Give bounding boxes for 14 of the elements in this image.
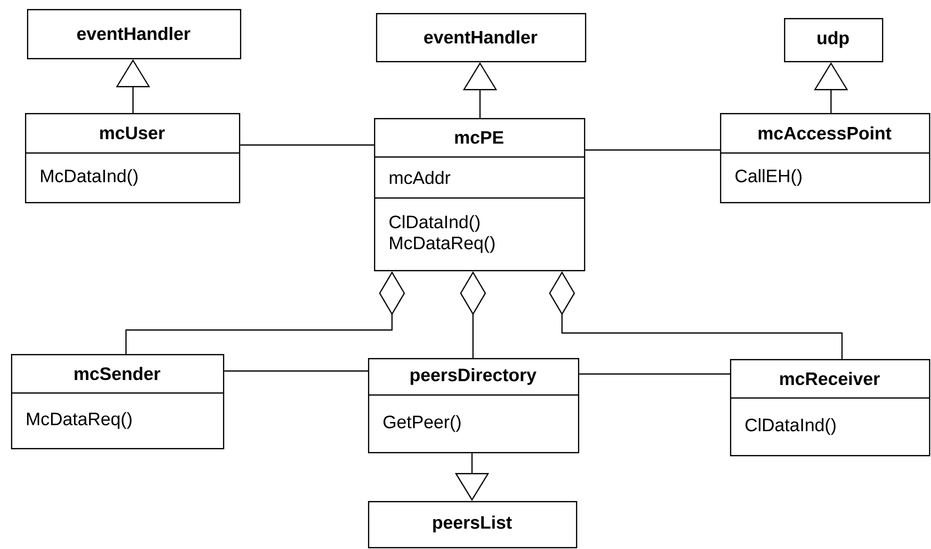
class-box: mcPE mcAddr ClDataInd() McDataReq() — [374, 118, 586, 272]
association-line — [224, 370, 368, 372]
association-line — [240, 144, 374, 146]
class-box: eventHandler — [376, 13, 586, 62]
association-line — [585, 149, 720, 151]
class-box: mcSender McDataReq() — [11, 354, 224, 450]
class-box: mcUser McDataInd() — [25, 113, 240, 204]
association-line — [579, 373, 730, 375]
class-box: peersList — [368, 501, 578, 548]
class-box: mcAccessPoint CallEH() — [720, 113, 930, 204]
class-box: mcReceiver ClDataInd() — [730, 359, 930, 456]
class-box: udp — [784, 18, 884, 62]
class-box: eventHandler — [27, 9, 242, 60]
class-box: peersDirectory GetPeer() — [368, 358, 580, 454]
